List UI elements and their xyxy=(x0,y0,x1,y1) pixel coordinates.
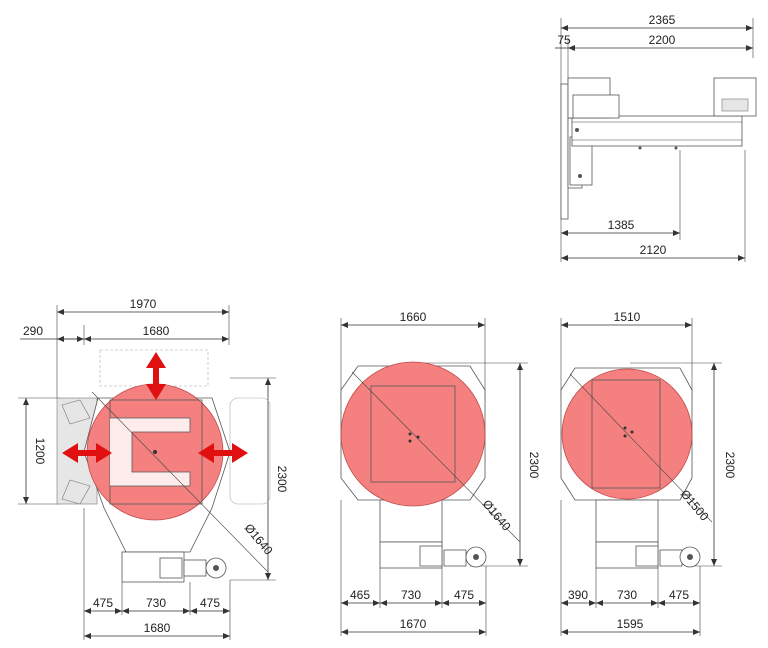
dim-diameter: Ø1500 xyxy=(678,487,712,524)
arm xyxy=(571,115,743,147)
dim-overall: 2365 xyxy=(649,13,676,27)
plan-view-b: 1660 2300 Ø1640 465 730 475 1670 xyxy=(340,310,541,636)
dim-height: 2300 xyxy=(527,452,541,479)
dim-top: 1510 xyxy=(614,310,641,324)
dim-diameter: Ø1640 xyxy=(480,497,514,534)
dim-left-offset: 290 xyxy=(23,324,43,338)
mast xyxy=(560,83,569,220)
dim-top-overall: 1970 xyxy=(130,297,157,311)
dim-arm: 2200 xyxy=(649,33,676,47)
dim-bottom-mid: 730 xyxy=(146,596,166,610)
arrow-left-right-icon xyxy=(62,443,112,463)
dim-diameter: Ø1640 xyxy=(242,521,276,558)
dim-bottom-left: 390 xyxy=(568,588,588,602)
dim-bottom-mid: 730 xyxy=(617,588,637,602)
dim-bottom-right: 475 xyxy=(669,588,689,602)
plan-view-c: 1510 2300 Ø1500 390 730 475 1595 xyxy=(560,310,737,636)
dim-bottom-total: 1595 xyxy=(617,617,644,631)
dim-bottom-left: 465 xyxy=(350,588,370,602)
dim-bottom-left: 475 xyxy=(93,596,113,610)
dim-bottom-mid: 730 xyxy=(401,588,421,602)
side-view: 2365 75 2200 1385 2120 xyxy=(555,13,757,262)
dim-top-inner: 1680 xyxy=(143,324,170,338)
dim-base: 2120 xyxy=(640,243,667,257)
arrow-up-down-icon xyxy=(146,352,166,400)
plan-view-a: 1970 290 1680 1200 2300 Ø1640 475 730 47… xyxy=(18,297,289,640)
dim-bottom-total: 1680 xyxy=(144,621,171,635)
dim-bottom-right: 475 xyxy=(200,596,220,610)
dim-height-left: 1200 xyxy=(33,438,47,465)
dim-bottom-total: 1670 xyxy=(400,617,427,631)
dim-height: 2300 xyxy=(723,452,737,479)
dim-bottom-right: 475 xyxy=(454,588,474,602)
dim-height-right: 2300 xyxy=(275,466,289,493)
dim-offset: 75 xyxy=(557,33,571,47)
arrow-left-right-icon xyxy=(198,443,248,463)
dim-post: 1385 xyxy=(608,218,635,232)
turntable xyxy=(561,368,693,500)
dim-top: 1660 xyxy=(400,310,427,324)
